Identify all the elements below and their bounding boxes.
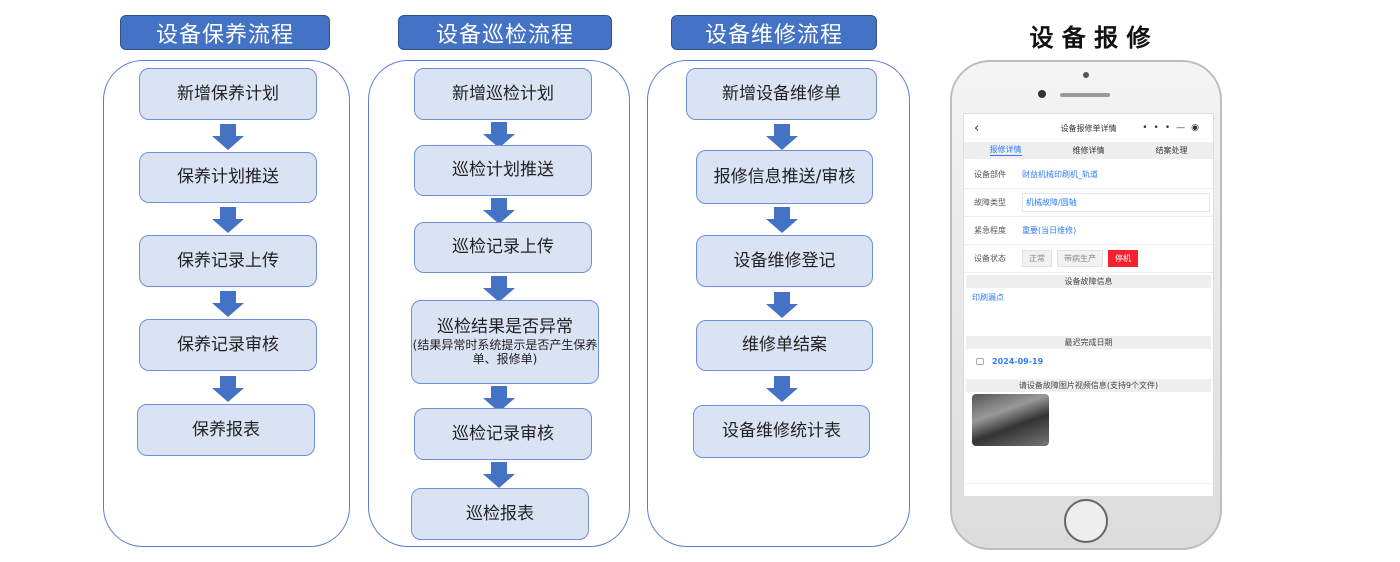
flow-step: 保养计划推送 — [139, 152, 317, 203]
decision-note: (结果异常时系统提示是否产生保养单、报修单) — [412, 337, 598, 367]
flow-step-decision: 巡检结果是否异常 (结果异常时系统提示是否产生保养单、报修单) — [411, 300, 599, 384]
field-value[interactable]: 财益机械印刷机_轨道 — [1022, 169, 1098, 179]
back-icon[interactable]: ‹ — [974, 120, 980, 136]
field-urgency: 紧急程度 重要(当日维修) — [964, 216, 1213, 245]
field-label: 故障类型 — [974, 197, 1006, 207]
flow-step: 报修信息推送/审核 — [696, 150, 873, 204]
camera-icon — [1038, 90, 1046, 98]
speaker-icon — [1060, 93, 1110, 97]
down-arrow-icon — [212, 207, 244, 233]
fault-info-header: 设备故障信息 — [966, 275, 1211, 288]
status-degraded-option[interactable]: 带病生产 — [1057, 249, 1103, 267]
repair-flow-container — [647, 60, 910, 547]
field-label: 设备状态 — [974, 253, 1006, 263]
phone-screen: ‹ 设备报修单详情 •••—◉ 报修详情 维修详情 结案处理 设备部件 财益机械… — [963, 113, 1214, 497]
field-part: 设备部件 财益机械印刷机_轨道 — [964, 160, 1213, 189]
sensor-icon — [1083, 72, 1089, 78]
home-button[interactable] — [1064, 499, 1108, 543]
deadline-date[interactable]: 2024-09-19 — [992, 357, 1044, 366]
tab-maintenance-detail[interactable]: 维修详情 — [1072, 145, 1105, 155]
flow-step: 保养报表 — [137, 404, 315, 456]
flow-step: 巡检记录上传 — [414, 222, 592, 273]
fault-text[interactable]: 印刷漏点 — [972, 293, 1004, 302]
tab-close-case[interactable]: 结案处理 — [1155, 145, 1188, 155]
maintenance-flow-title: 设备保养流程 — [120, 15, 330, 50]
field-status: 设备状态 正常 带病生产 停机 — [964, 244, 1213, 273]
tab-repair-detail[interactable]: 报修详情 — [989, 145, 1022, 156]
tab-bar: 报修详情 维修详情 结案处理 — [964, 142, 1213, 159]
flow-step: 设备维修统计表 — [693, 405, 870, 458]
field-label: 紧急程度 — [974, 225, 1006, 235]
decision-label: 巡检结果是否异常 — [437, 317, 573, 338]
capsule-menu-icon[interactable]: •••—◉ — [1142, 123, 1205, 133]
repair-heading: 设 备 报 修 — [1029, 23, 1151, 52]
status-normal-option[interactable]: 正常 — [1022, 249, 1052, 267]
media-header: 请设备故障图片视频信息(支持9个文件) — [966, 379, 1211, 392]
down-arrow-icon — [483, 276, 515, 302]
field-fault-type: 故障类型 机械故障/圆轴 — [964, 188, 1213, 217]
flow-step: 新增保养计划 — [139, 68, 317, 120]
deadline-header: 最迟完成日期 — [966, 336, 1211, 349]
flow-step: 新增巡检计划 — [414, 68, 592, 120]
flow-step: 新增设备维修单 — [686, 68, 877, 120]
divider — [966, 483, 1211, 484]
down-arrow-icon — [766, 376, 798, 402]
maintenance-flow-container — [103, 60, 350, 547]
down-arrow-icon — [212, 124, 244, 150]
calendar-icon — [976, 358, 984, 365]
flow-step: 保养记录上传 — [139, 235, 317, 287]
down-arrow-icon — [483, 198, 515, 224]
flow-step: 保养记录审核 — [139, 319, 317, 371]
flow-step: 巡检计划推送 — [414, 145, 592, 196]
inspection-flow-title: 设备巡检流程 — [398, 15, 612, 50]
flow-step: 巡检报表 — [411, 488, 589, 540]
down-arrow-icon — [212, 291, 244, 317]
fault-type-input[interactable]: 机械故障/圆轴 — [1022, 192, 1210, 212]
down-arrow-icon — [766, 124, 798, 150]
down-arrow-icon — [483, 462, 515, 488]
fault-photo-thumbnail[interactable] — [972, 394, 1049, 446]
down-arrow-icon — [766, 207, 798, 233]
nav-bar: ‹ 设备报修单详情 •••—◉ — [964, 114, 1213, 142]
inspection-flow-container — [368, 60, 630, 547]
nav-title: 设备报修单详情 — [1060, 123, 1117, 133]
repair-flow-title: 设备维修流程 — [671, 15, 877, 50]
flow-step: 巡检记录审核 — [414, 408, 592, 460]
field-label: 设备部件 — [974, 169, 1006, 179]
down-arrow-icon — [766, 292, 798, 318]
status-stopped-option[interactable]: 停机 — [1108, 249, 1138, 267]
down-arrow-icon — [212, 376, 244, 402]
urgency-value[interactable]: 重要(当日维修) — [1022, 225, 1077, 235]
flow-step: 设备维修登记 — [696, 235, 873, 287]
down-arrow-icon — [483, 122, 515, 148]
flow-step: 维修单结案 — [696, 320, 873, 371]
